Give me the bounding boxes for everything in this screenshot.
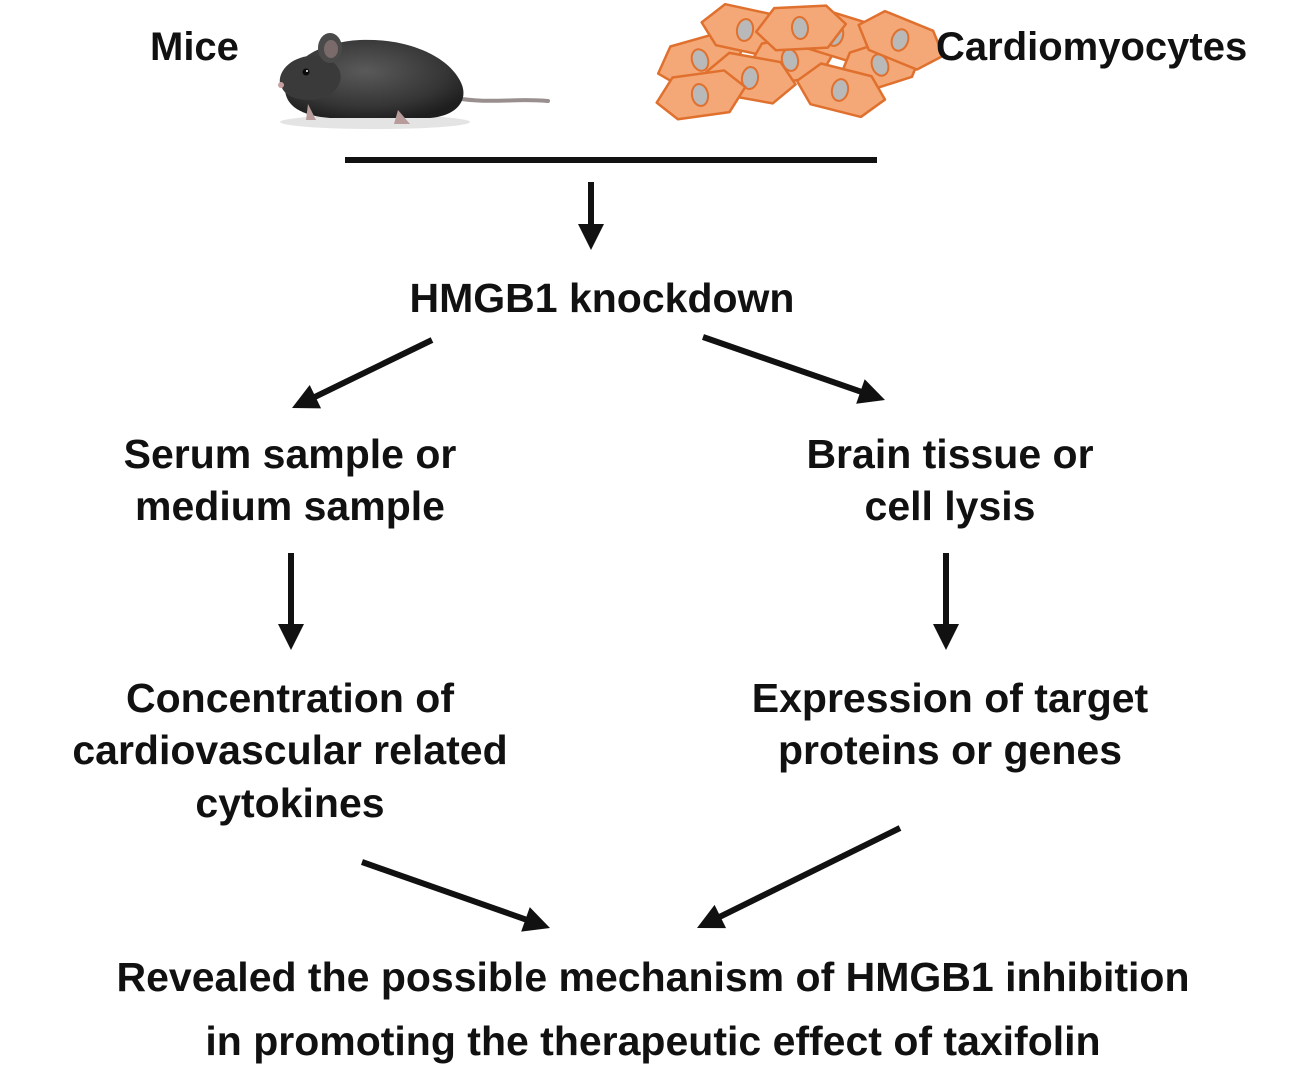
cardiomyocytes-illustration bbox=[655, 2, 945, 121]
mice-label: Mice bbox=[150, 25, 239, 69]
left-sample-line-1: Serum sample or bbox=[123, 431, 457, 477]
left-sample-line-2: medium sample bbox=[135, 483, 445, 530]
cell-nucleus bbox=[740, 66, 760, 90]
cell-nucleus bbox=[690, 83, 710, 107]
mouse-nose bbox=[278, 82, 284, 88]
arrow-right-result-to-conclusion bbox=[697, 825, 902, 929]
conclusion-label: Revealed the possible mechanism of HMGB1… bbox=[0, 946, 1306, 1073]
cardiomyocytes-label: Cardiomyocytes bbox=[936, 25, 1248, 69]
hmgb1-knockdown-label: HMGB1 knockdown bbox=[409, 275, 795, 321]
arrow-knockdown-to-left-sample bbox=[292, 337, 434, 409]
mouse-ear-inner bbox=[324, 40, 338, 58]
cell-nucleus bbox=[870, 53, 890, 77]
mouse-shadow bbox=[280, 115, 470, 129]
left-result-line-3: cytokines bbox=[195, 779, 385, 826]
right-result-label: Expression of target proteins or genes bbox=[680, 672, 1220, 777]
cell-nucleus bbox=[690, 48, 710, 72]
cell-nucleus bbox=[735, 18, 755, 42]
arrow-knockdown-to-right-sample bbox=[702, 334, 885, 404]
cardiomyocyte-cell bbox=[655, 69, 747, 121]
left-result-line-2: cardiovascular related bbox=[72, 727, 508, 774]
cell-nucleus bbox=[890, 28, 910, 52]
left-result-label: Concentration of cardiovascular related … bbox=[20, 672, 560, 829]
right-sample-line-2: cell lysis bbox=[864, 483, 1036, 530]
arrow-left-sample-to-result bbox=[278, 553, 304, 650]
right-result-line-2: proteins or genes bbox=[777, 727, 1122, 774]
left-sample-label: Serum sample or medium sample bbox=[40, 428, 540, 533]
conclusion-line-2: in promoting the therapeutic effect of t… bbox=[205, 1017, 1101, 1064]
left-result-line-1: Concentration of bbox=[126, 675, 454, 721]
mouse-front-foot bbox=[306, 104, 316, 120]
cardiomyocyte-cell bbox=[754, 4, 848, 52]
cell-nucleus bbox=[830, 78, 850, 102]
mouse-eye bbox=[302, 68, 310, 76]
arrow-left-result-to-conclusion bbox=[361, 859, 550, 932]
mouse-head bbox=[279, 55, 341, 100]
mouse-hind-foot bbox=[394, 110, 410, 124]
arrow-right-sample-to-result bbox=[933, 553, 959, 650]
arrows bbox=[278, 182, 959, 932]
right-sample-line-1: Brain tissue or bbox=[806, 431, 1094, 477]
conclusion-line-1: Revealed the possible mechanism of HMGB1… bbox=[116, 954, 1190, 1000]
right-sample-label: Brain tissue or cell lysis bbox=[700, 428, 1200, 533]
cardiomyocyte-cell bbox=[857, 9, 945, 71]
cell-nucleus bbox=[790, 16, 810, 40]
right-result-line-1: Expression of target bbox=[751, 675, 1149, 721]
mouse-illustration bbox=[278, 33, 550, 129]
arrow-bar-to-knockdown bbox=[578, 182, 604, 250]
mouse-tail bbox=[453, 96, 550, 103]
cardiomyocyte-cell bbox=[795, 62, 887, 119]
